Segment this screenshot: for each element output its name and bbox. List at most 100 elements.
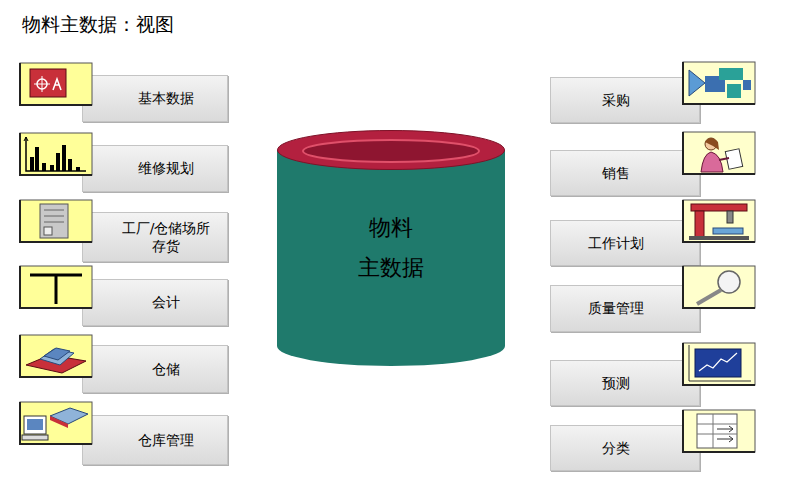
sales-icon-part (701, 152, 723, 172)
diagram-title: 物料主数据：视图 (22, 12, 174, 38)
warehouse-management-icon-part (20, 402, 92, 444)
quality-icon-part (683, 266, 755, 308)
maintenance-chart-icon-part (35, 147, 39, 171)
quality-icon (683, 266, 755, 308)
forecast-icon-part (683, 343, 755, 385)
view-label: 仓储 (152, 360, 180, 378)
view-label: 工厂/仓储场所 存货 (118, 219, 214, 255)
purchasing-icon (683, 62, 755, 104)
warehouse-management-icon-part (24, 416, 46, 434)
cylinder-top (278, 131, 505, 170)
warehouse-management-icon (20, 402, 92, 444)
quality-icon-part (683, 266, 755, 308)
cylinder-label: 物料 主数据 (348, 208, 434, 288)
plant-storage-icon-part (20, 200, 92, 242)
basic-data-icon (20, 63, 92, 105)
warehouse-icon-part (44, 348, 70, 360)
sales-icon-part (683, 132, 755, 174)
view-box: 工作计划 (550, 220, 700, 266)
database-cylinder: 物料 主数据 (277, 130, 505, 366)
basic-data-icon-part (20, 63, 92, 105)
warehouse-management-icon-part (50, 416, 68, 428)
warehouse-icon-part (40, 349, 74, 365)
work-scheduling-icon-part (727, 211, 733, 223)
forecast-icon-part (699, 353, 737, 371)
view-label: 销售 (602, 164, 630, 182)
view-box: 采购 (550, 77, 700, 123)
plant-storage-icon-part (44, 210, 64, 222)
maintenance-chart-icon (20, 133, 92, 175)
maintenance-chart-icon-part (56, 153, 60, 171)
accounting-icon-part (30, 275, 82, 304)
basic-data-icon-part (34, 76, 50, 92)
purchasing-icon-part (683, 62, 755, 104)
purchasing-icon-part (689, 70, 705, 96)
work-scheduling-icon-part (689, 236, 749, 240)
maintenance-chart-icon-part (42, 163, 46, 171)
basic-data-icon-part (30, 69, 66, 97)
classification-icon-part (697, 414, 737, 448)
view-label: 基本数据 (138, 89, 194, 107)
accounting-icon-part (20, 266, 92, 308)
plant-storage-icon (20, 200, 92, 242)
view-label: 会计 (152, 293, 180, 311)
warehouse-icon-part (20, 335, 92, 377)
view-label: 分类 (602, 439, 630, 457)
sales-icon (683, 132, 755, 174)
cylinder-body (277, 150, 505, 366)
forecast-icon (683, 343, 755, 385)
maintenance-chart-icon-part (30, 157, 34, 171)
view-box: 分类 (550, 425, 700, 471)
classification-icon (683, 410, 755, 452)
maintenance-chart-icon-part (20, 133, 92, 175)
basic-data-icon-part (20, 63, 92, 105)
view-label: 工作计划 (588, 234, 644, 252)
maintenance-chart-icon-part (68, 159, 72, 171)
work-scheduling-icon-part (683, 200, 755, 242)
forecast-icon-part (695, 349, 741, 377)
purchasing-icon-part (719, 68, 743, 80)
view-label: 采购 (602, 91, 630, 109)
warehouse-management-icon-part (20, 402, 92, 444)
maintenance-chart-icon-part (50, 165, 54, 171)
quality-icon-part (718, 271, 740, 293)
view-box: 基本数据 (82, 75, 228, 122)
warehouse-management-icon-part (22, 435, 48, 440)
view-label: 仓库管理 (138, 431, 194, 449)
cylinder-outline (277, 130, 505, 366)
view-label: 预测 (602, 374, 630, 392)
cylinder-top-rim (303, 140, 479, 162)
view-box: 仓储 (82, 345, 228, 393)
view-box: 预测 (550, 360, 700, 406)
work-scheduling-icon-part (691, 204, 747, 211)
view-box: 仓库管理 (82, 415, 228, 465)
plant-storage-icon-part (44, 227, 52, 235)
view-box: 维修规划 (82, 145, 228, 192)
view-box: 销售 (550, 150, 700, 196)
view-label: 质量管理 (588, 299, 644, 317)
work-scheduling-icon (683, 200, 755, 242)
plant-storage-icon-part (40, 204, 68, 238)
forecast-icon-part (689, 345, 751, 381)
work-scheduling-icon-part (713, 228, 743, 234)
view-box: 质量管理 (550, 285, 700, 332)
view-box: 会计 (82, 279, 228, 326)
forecast-icon-part (683, 343, 755, 385)
maintenance-chart-icon-part (26, 137, 86, 171)
work-scheduling-icon-part (695, 211, 704, 239)
maintenance-chart-icon-part (24, 137, 28, 141)
quality-icon-part (697, 290, 721, 304)
purchasing-icon-part (727, 84, 741, 98)
basic-data-icon-part (53, 79, 61, 90)
sales-icon-part (705, 138, 719, 150)
accounting-icon-part (20, 266, 92, 308)
plant-storage-icon-part (20, 200, 92, 242)
maintenance-chart-icon-part (62, 145, 66, 171)
view-label: 维修规划 (138, 159, 194, 177)
classification-icon-part (683, 410, 755, 452)
maintenance-chart-icon-part (76, 167, 80, 171)
sales-icon-part (683, 132, 755, 174)
purchasing-icon-part (683, 62, 755, 104)
classification-icon-part (683, 410, 755, 452)
